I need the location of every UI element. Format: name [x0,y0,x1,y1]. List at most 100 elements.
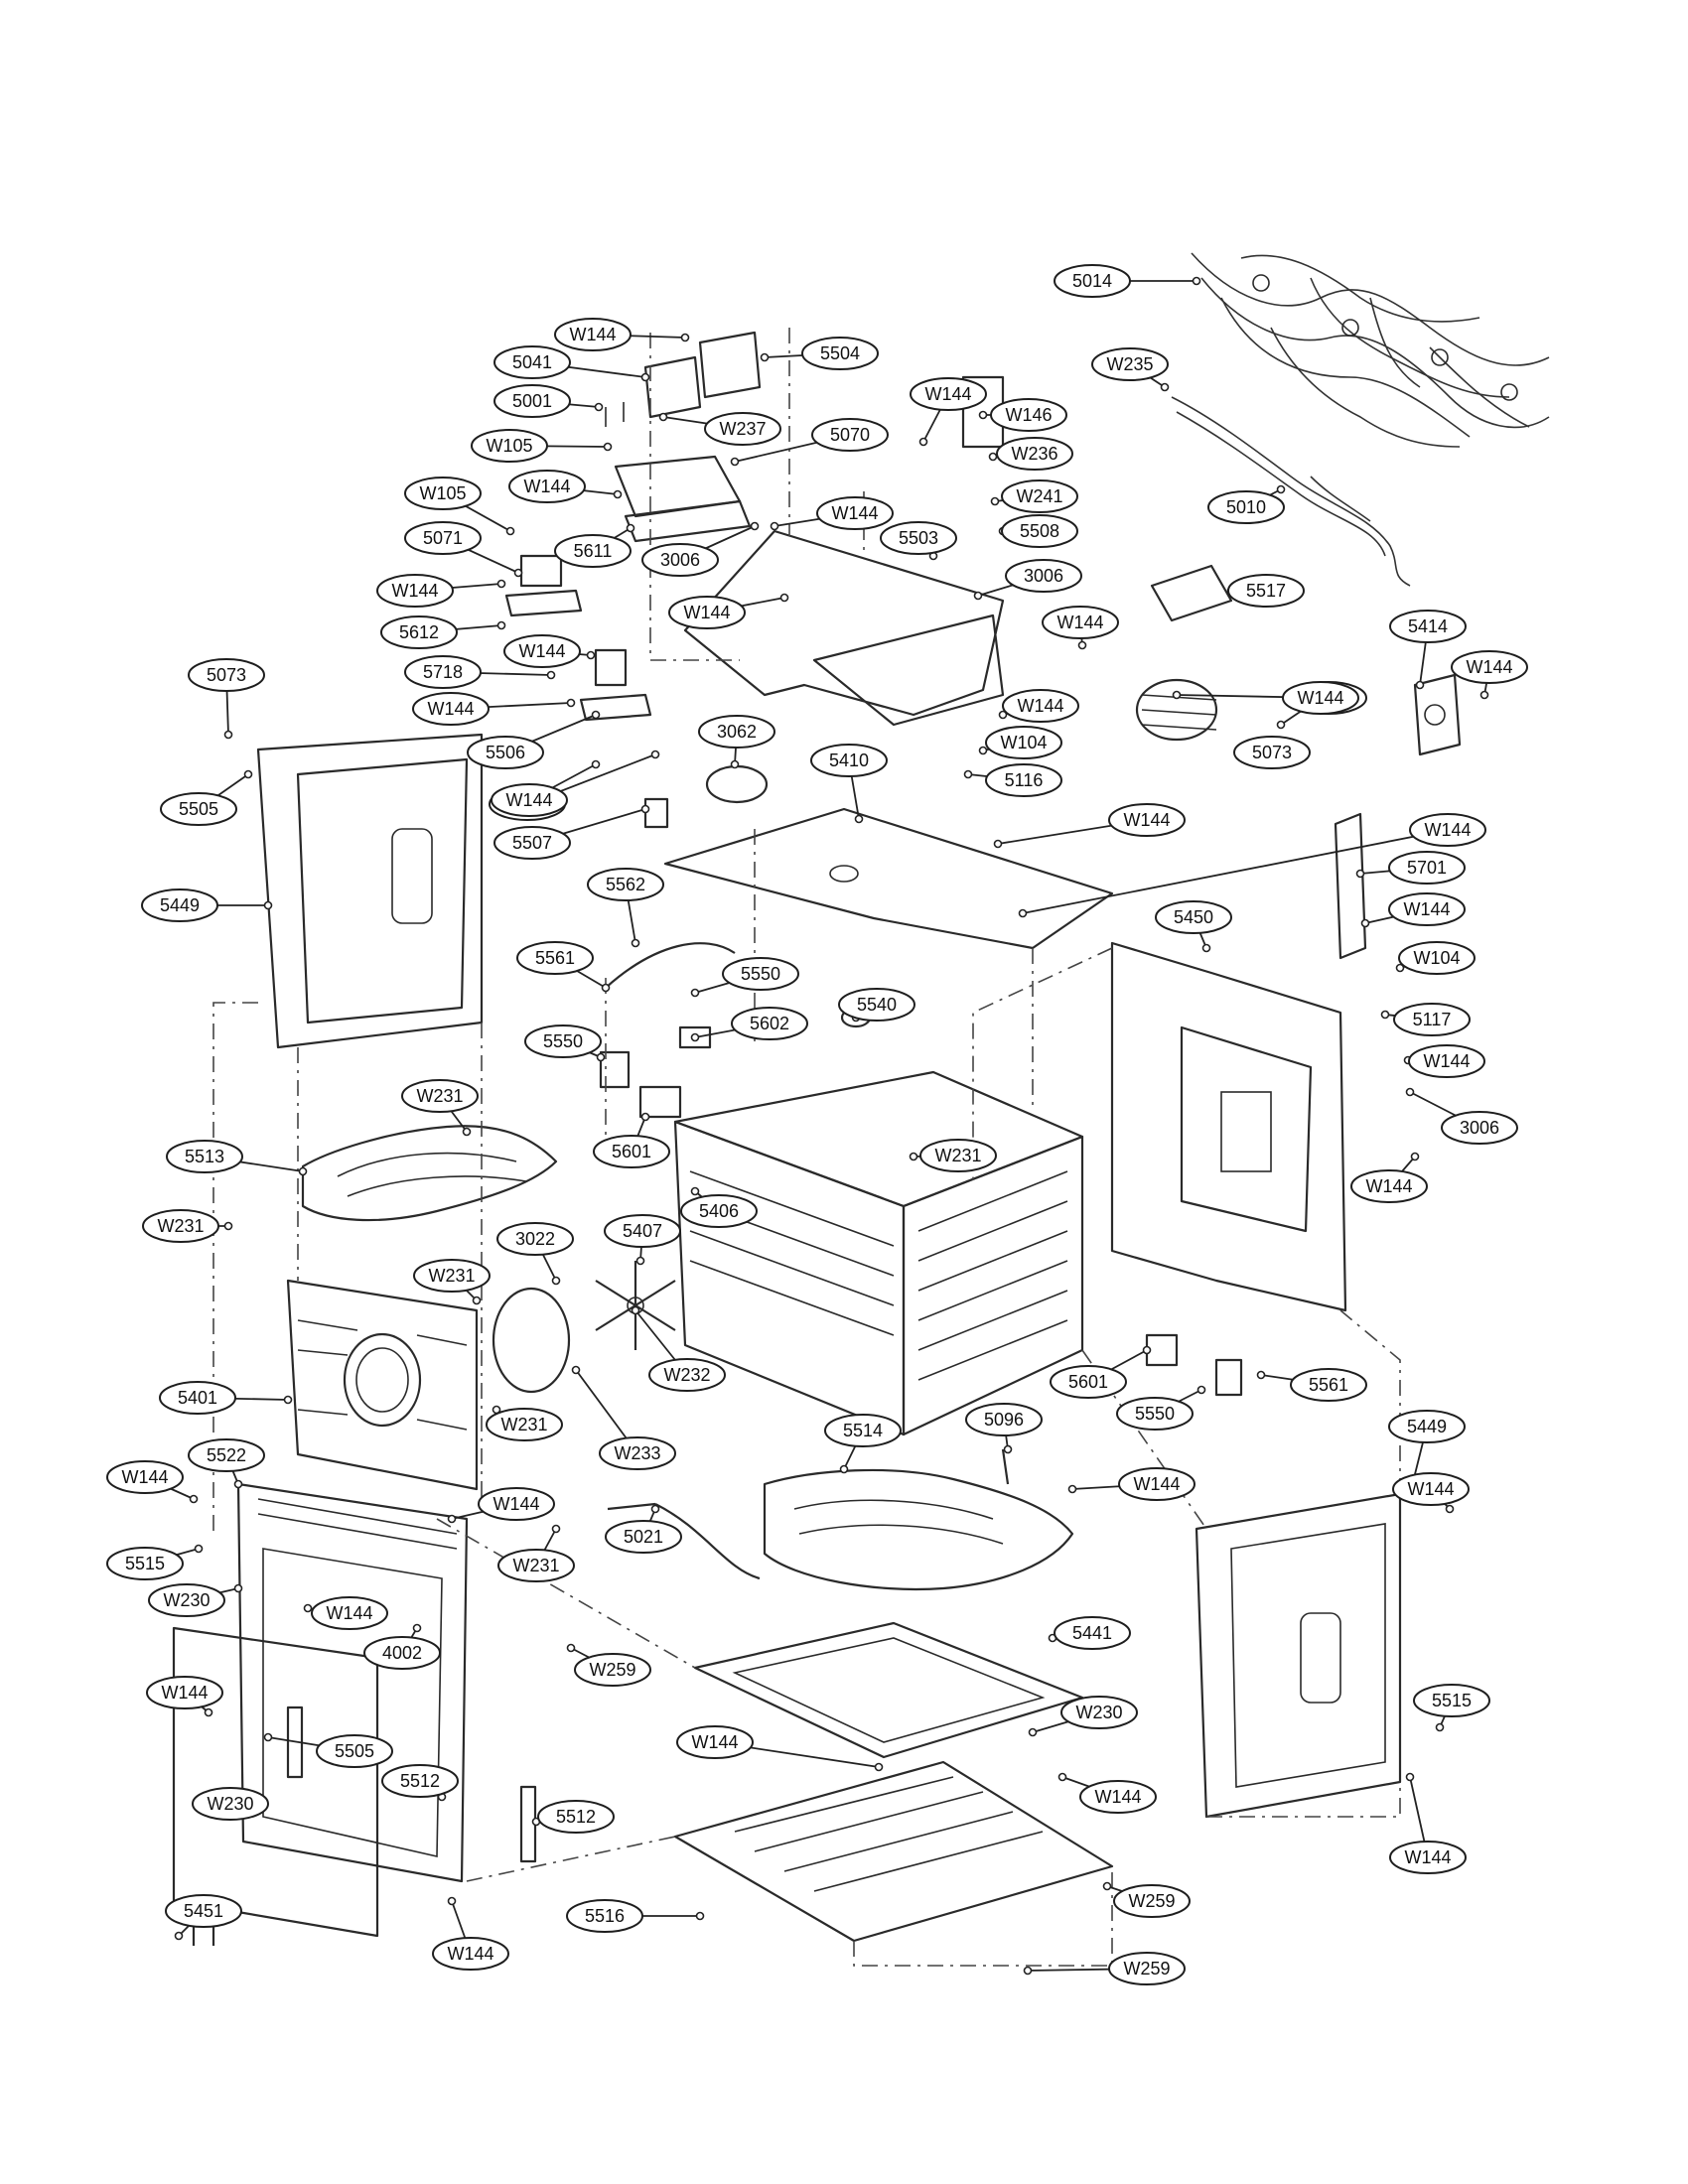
leader-end [1023,1966,1033,1976]
callout-bubble [1388,851,1466,885]
callout-5441: 5441 [1048,1616,1131,1650]
callout-text: 5516 [585,1906,625,1926]
leader-end [1355,869,1365,879]
callout-w230: W230 [1028,1696,1138,1737]
callout-w231: W231 [401,1079,479,1137]
callout-bubble [1118,1467,1196,1501]
callout-text: 5550 [543,1031,583,1051]
callout-bubble [1441,1111,1518,1145]
leader-end [601,983,611,993]
part-5718 [594,648,628,687]
leader-end [993,839,1003,849]
callout-w144: W144 [998,689,1079,723]
leader-end [1172,690,1182,700]
wire-harness-5010 [1171,396,1411,587]
leader-end [1395,963,1405,973]
callout-5410: 5410 [810,744,888,824]
part-5071 [519,554,563,588]
leader-end [1445,1504,1455,1514]
callout-w144: W144 [1389,1772,1467,1874]
leader-end [1276,720,1286,730]
callout-text: W231 [512,1556,559,1575]
callout-3006: 3006 [973,559,1082,601]
callout-text: 5073 [207,665,246,685]
leader-end [690,988,700,998]
callout-text: 5504 [820,343,860,363]
bottom-panel-5451 [673,1760,1114,1943]
callout-text: W144 [1133,1474,1180,1494]
callout-bubble [537,1800,615,1834]
callout-bubble [1155,900,1232,934]
callout-bubble [985,763,1062,797]
callout-bubble [965,1403,1043,1436]
bake-element-5514 [763,1468,1074,1591]
callout-w230: W230 [192,1787,269,1821]
callout-bubble [1282,681,1359,715]
callout-5550: 5550 [524,1024,606,1062]
callout-bubble [363,1636,441,1670]
callout-5414: 5414 [1389,610,1467,690]
leader-end [874,1762,884,1772]
callout-5514: 5514 [824,1414,902,1474]
callout-bubble [1054,1616,1131,1650]
callout-text: W236 [1011,444,1057,464]
callout-w146: W146 [978,398,1067,432]
callout-bubble [159,1381,236,1415]
callout-bubble [160,792,237,826]
front-frame-5522 [236,1482,469,1883]
callout-text: W230 [207,1794,253,1814]
leader-end [998,710,1008,720]
part-5506 [579,693,652,722]
callout-w241: W241 [990,479,1078,513]
callout-bubble [810,744,888,777]
callout-w237: W237 [658,412,781,446]
part-5507 [643,797,669,829]
callout-bubble [1233,736,1311,769]
callout-text: 5010 [1226,497,1266,517]
callout-bubble [1207,490,1285,524]
leader-line [1022,829,1449,914]
leader-end [223,730,233,740]
leader-end [750,521,760,531]
callout-bubble [838,988,915,1022]
leader-end [1201,943,1211,953]
leader-end [650,750,660,759]
callout-layer: 5014W2355010W144550450415001W237W1055070… [106,264,1528,1985]
part-5612 [504,589,583,617]
callout-bubble [412,692,490,726]
callout-text: 5550 [741,964,780,984]
callout-bubble [1060,1696,1138,1729]
callout-w144: W144 [1392,1472,1470,1514]
leader-end [571,1365,581,1375]
control-bracket-5504 [605,331,762,427]
callout-text: 5001 [512,391,552,411]
callout-bubble [1054,264,1131,298]
callout-5601: 5601 [593,1112,670,1168]
leader-end [586,650,596,660]
callout-text: W104 [1413,948,1460,968]
callout-bubble [680,1194,758,1228]
leader-end [635,1256,645,1266]
callout-w144: W144 [503,634,596,668]
callout-w105: W105 [404,477,515,536]
callout-w236: W236 [988,437,1073,471]
leader-end [189,1494,199,1504]
callout-text: W144 [161,1683,208,1703]
callout-bubble [990,398,1067,432]
callout-text: 3022 [515,1229,555,1249]
callout-5116: 5116 [963,763,1062,797]
callout-text: 5451 [184,1901,223,1921]
callout-bubble [192,1787,269,1821]
callout-bubble [404,477,482,510]
leader-end [631,1305,640,1315]
callout-bubble [106,1460,184,1494]
fan-5407 [595,1261,676,1350]
callout-bubble [141,888,218,922]
callout-5508: 5508 [998,514,1078,548]
leader-end [263,900,273,910]
leader-end [594,402,604,412]
wire-harness-5014 [1191,252,1550,448]
leader-end [988,452,998,462]
callout-text: 5401 [178,1388,217,1408]
leader-end [978,746,988,755]
